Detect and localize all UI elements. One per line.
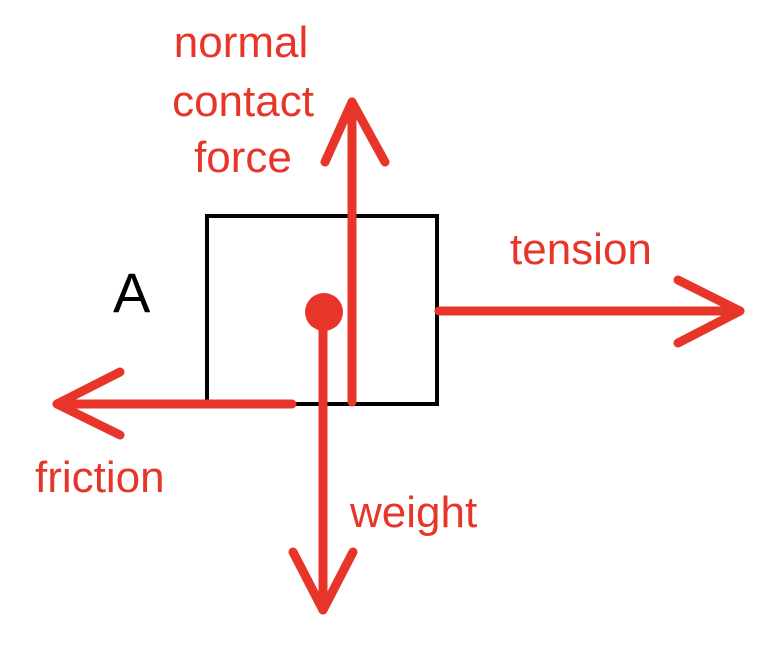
normal-force-label-line-3: force bbox=[194, 133, 292, 182]
tension-arrow bbox=[434, 275, 745, 348]
normal-force-label-line-1: normal bbox=[174, 18, 309, 67]
normal-force-label-line-2: contact bbox=[172, 77, 314, 126]
object-label: A bbox=[113, 261, 151, 324]
center-of-mass-dot bbox=[305, 293, 343, 331]
weight-label: weight bbox=[349, 488, 477, 537]
friction-arrow bbox=[52, 367, 297, 440]
tension-label: tension bbox=[510, 225, 652, 274]
friction-label: friction bbox=[35, 453, 165, 502]
weight-arrow bbox=[288, 307, 358, 615]
normal-force-arrow bbox=[320, 97, 390, 407]
